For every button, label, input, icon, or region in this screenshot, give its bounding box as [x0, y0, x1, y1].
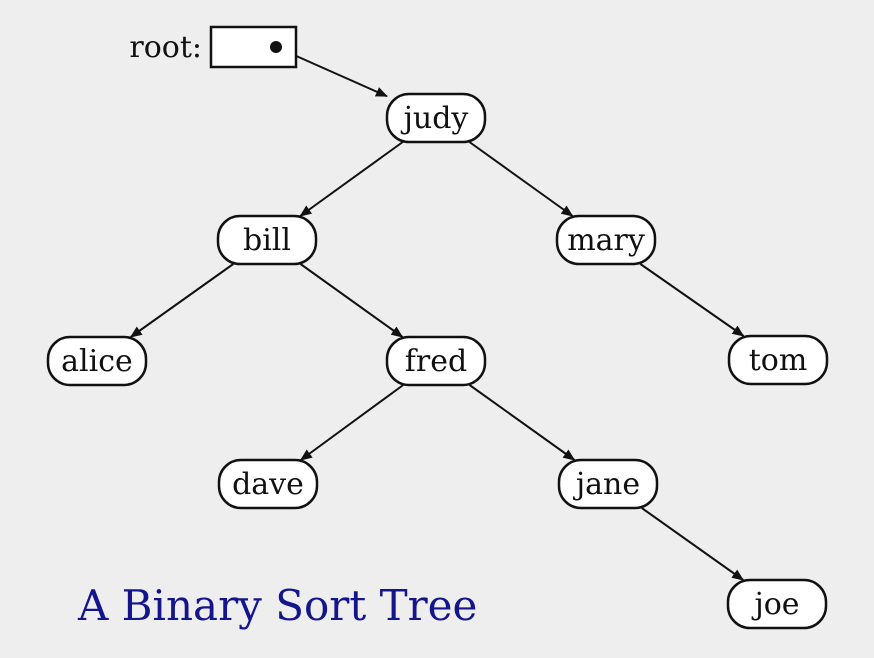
diagram-caption: A Binary Sort Tree — [77, 581, 477, 630]
tree-node-label: joe — [751, 587, 799, 622]
tree-nodes: judy bill mary alice fred tom dave jane joe — [46, 92, 829, 630]
tree-node-box — [217, 458, 319, 510]
tree-node-alice: alice — [46, 335, 148, 387]
tree-node-tom: tom — [727, 334, 829, 386]
tree-node-box — [557, 458, 659, 510]
tree-edges — [129, 46, 745, 581]
tree-node-label: judy — [401, 101, 469, 136]
root-pointer-box — [209, 25, 298, 69]
tree-node-label: alice — [61, 344, 133, 379]
tree-node-jane: jane — [557, 458, 659, 510]
tree-node-label: fred — [405, 344, 467, 379]
tree-node-box — [46, 335, 148, 387]
tree-node-label: mary — [567, 223, 645, 258]
tree-node-mary: mary — [555, 214, 657, 266]
tree-node-box — [555, 214, 657, 266]
tree-node-box — [385, 335, 487, 387]
edge-mary-to-tom — [639, 263, 745, 337]
tree-node-label: dave — [232, 467, 304, 502]
edge-bill-to-fred — [299, 263, 404, 338]
tree-node-joe: joe — [726, 578, 828, 630]
tree-node-label: bill — [243, 223, 291, 258]
edge-fred-to-jane — [468, 384, 576, 461]
root-label: root: — [129, 30, 202, 65]
tree-node-label: jane — [573, 467, 640, 502]
tree-node-box — [385, 92, 487, 144]
edge-judy-to-mary — [468, 141, 574, 217]
edge-fred-to-dave — [299, 384, 404, 461]
edge-jane-to-joe — [641, 507, 745, 581]
tree-node-dave: dave — [217, 458, 319, 510]
tree-node-box — [726, 578, 828, 630]
edge-judy-to-bill — [299, 141, 404, 217]
tree-node-bill: bill — [216, 214, 318, 266]
edge-bill-to-alice — [129, 263, 234, 338]
tree-node-box — [727, 334, 829, 386]
tree-node-judy: judy — [385, 92, 487, 144]
tree-node-box — [216, 214, 318, 266]
tree-node-fred: fred — [385, 335, 487, 387]
root-pointer-dot — [270, 41, 282, 53]
tree-node-label: tom — [749, 343, 808, 378]
